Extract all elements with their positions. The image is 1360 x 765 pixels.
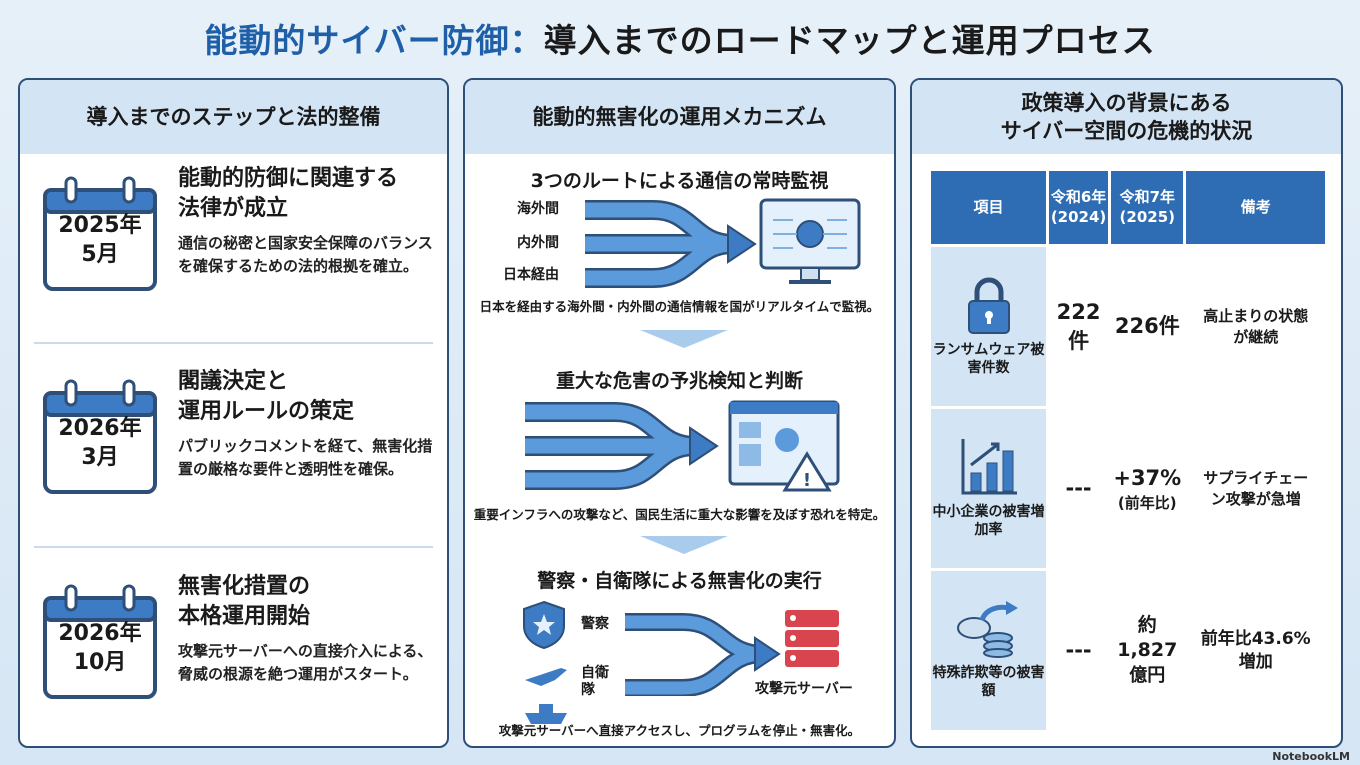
route-label: 内外間 [517,235,559,251]
value-2024: --- [1045,406,1112,571]
step-title: 閣議決定と運用ルールの策定 [178,369,355,424]
svg-text:!: ! [803,470,811,491]
note: 前年比43.6%増加 [1183,568,1328,733]
item-label: 中小企業の被害増加率 [932,503,1045,539]
divider [34,546,433,548]
section-title: 警察・自衛隊による無害化の実行 [537,570,822,592]
value-2024: 222件 [1045,244,1112,409]
statistics-table: 項目 令和6年(2024) 令和7年(2025) 備考 ランサムウェア被害件数 … [928,168,1328,733]
route-label: 海外間 [517,201,559,217]
panel-header: 政策導入の背景にあるサイバー空間の危機的状況 [912,80,1341,154]
panel-header: 能動的無害化の運用メカニズム [465,80,894,154]
down-arrow-icon [640,330,728,348]
attack-server-icon [785,610,839,667]
detection-arrow-diagram: ! [525,400,840,492]
three-routes-arrow-diagram [585,198,861,288]
section-caption: 日本を経由する海外間・内外間の通信情報を国がリアルタイムで監視。 [479,299,880,314]
calendar-icon [43,584,157,699]
execution-arrow-diagram [625,613,781,696]
table-row: ランサムウェア被害件数 222件 226件 高止まりの状態が継続 [928,244,1328,409]
note: サプライチェーン攻撃が急増 [1183,406,1328,571]
item-label: 特殊詐欺等の被害額 [932,664,1045,700]
monitor-icon [759,198,861,284]
section-caption: 重要インフラへの攻撃など、国民生活に重大な影響を及ぼす恐れを特定。 [473,507,886,522]
column-header: 備考 [1183,168,1328,247]
table-header-row: 項目 令和6年(2024) 令和7年(2025) 備考 [928,168,1328,247]
background-panel: 政策導入の背景にあるサイバー空間の危機的状況 項目 令和6年(2024) 令和7… [910,78,1343,748]
section-caption: 攻撃元サーバーへ直接アクセスし、プログラムを停止・無害化。 [498,723,861,738]
section-title: 重大な危害の予兆検知と判断 [555,370,803,392]
value-2025: 226件 [1108,244,1187,409]
sdf-label: 自衛隊 [581,665,609,698]
value-2024: --- [1045,568,1112,733]
column-header: 令和6年(2024) [1045,168,1112,247]
panel-header: 導入までのステップと法的整備 [20,80,447,154]
calendar-icon [43,379,157,494]
police-shield-icon [523,600,565,650]
page-title: 能動的サイバー防御：導入までのロードマップと運用プロセス [204,21,1156,60]
route-label: 日本経由 [503,267,559,283]
notebooklm-watermark: NotebookLM [1272,750,1350,763]
note: 高止まりの状態が継続 [1183,244,1328,409]
calendar-icon [43,176,157,291]
step-description: 攻撃元サーバーへの直接介入による、脅威の根源を絶つ運用がスタート。 [178,642,433,683]
bar-chart-icon [961,438,1017,495]
lock-icon [967,277,1010,334]
target-label: 攻撃元サーバー [755,681,853,697]
police-label: 警察 [581,616,609,632]
aircraft-ship-icon [525,668,567,724]
divider [34,342,433,344]
column-header: 令和7年(2025) [1108,168,1187,247]
step-title: 能動的防御に関連する法律が成立 [178,166,399,221]
step-description: パブリックコメントを経て、無害化措置の厳格な要件と透明性を確保。 [178,437,433,478]
dashboard-warning-icon: ! [728,400,840,492]
column-header: 項目 [928,168,1049,247]
table-row: 中小企業の被害増加率 --- +37%(前年比) サプライチェーン攻撃が急増 [928,406,1328,571]
step-description: 通信の秘密と国家安全保障のバランスを確保するための法的根拠を確立。 [178,234,433,275]
down-arrow-icon [640,536,728,554]
value-2025: +37%(前年比) [1108,406,1187,571]
item-label: ランサムウェア被害件数 [932,341,1045,377]
coins-icon [956,600,1018,658]
mechanism-panel: 能動的無害化の運用メカニズム 3つのルートによる通信の常時監視 海外間 内外間 … [463,78,896,748]
step-title: 無害化措置の本格運用開始 [178,574,311,629]
section-title: 3つのルートによる通信の常時監視 [530,170,829,192]
